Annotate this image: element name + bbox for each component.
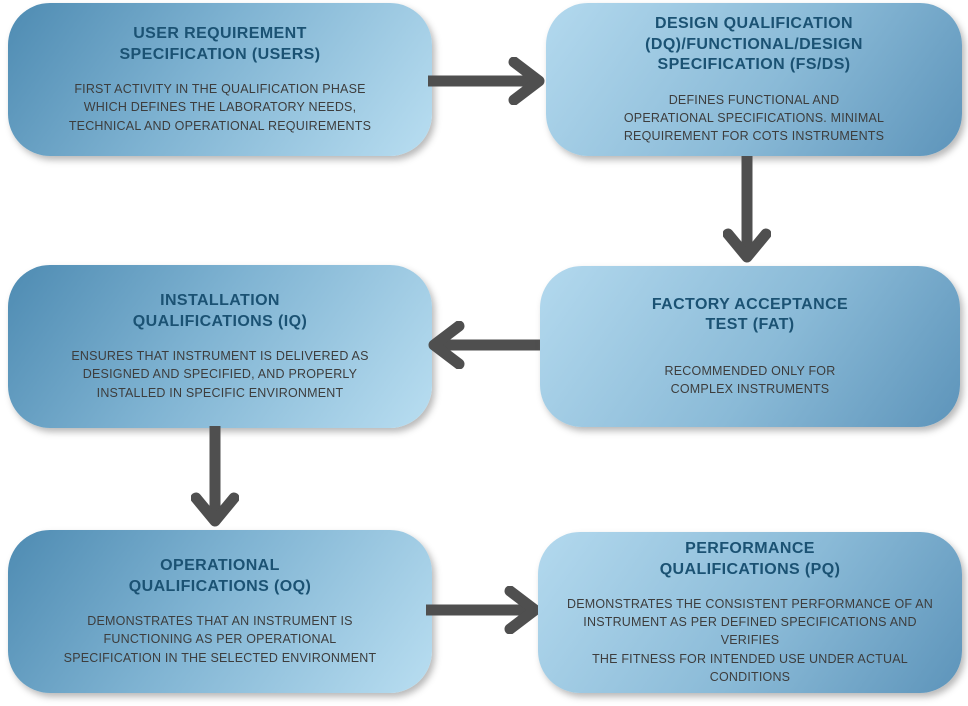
arrow-fat-to-iq-icon — [428, 321, 542, 369]
fat-description: RECOMMENDED ONLY FOR COMPLEX INSTRUMENTS — [664, 363, 836, 396]
urs-description: FIRST ACTIVITY IN THE QUALIFICATION PHAS… — [68, 82, 372, 133]
pq-title: PERFORMANCE QUALIFICATIONS (PQ) — [659, 540, 841, 578]
dq-title: DESIGN QUALIFICATION (DQ)/FUNCTIONAL/DES… — [645, 15, 863, 74]
arrow-dq-to-fat-icon — [723, 156, 771, 263]
oq-description: DEMONSTRATES THAT AN INSTRUMENT IS FUNCT… — [63, 614, 377, 665]
pq-description: DEMONSTRATES THE CONSISTENT PERFORMANCE … — [567, 597, 933, 684]
iq-title: INSTALLATION QUALIFICATIONS (IQ) — [132, 292, 308, 330]
dq-description: DEFINES FUNCTIONAL AND OPERATIONAL SPECI… — [623, 92, 885, 143]
fat-title: FACTORY ACCEPTANCE TEST (FAT) — [651, 295, 849, 334]
flow-box-urs: USER REQUIREMENT SPECIFICATION (USERS) F… — [8, 3, 432, 156]
flow-box-oq: OPERATIONAL QUALIFICATIONS (OQ) DEMONSTR… — [8, 530, 432, 693]
arrow-urs-to-dq-icon — [428, 57, 545, 105]
flow-box-pq: PERFORMANCE QUALIFICATIONS (PQ) DEMONSTR… — [538, 532, 962, 693]
flow-box-dq: DESIGN QUALIFICATION (DQ)/FUNCTIONAL/DES… — [546, 3, 962, 156]
flow-box-fat: FACTORY ACCEPTANCE TEST (FAT) RECOMMENDE… — [540, 266, 960, 427]
urs-title: USER REQUIREMENT SPECIFICATION (USERS) — [119, 25, 321, 63]
iq-description: ENSURES THAT INSTRUMENT IS DELIVERED AS … — [71, 349, 369, 400]
oq-title: OPERATIONAL QUALIFICATIONS (OQ) — [128, 557, 312, 595]
arrow-iq-to-oq-icon — [191, 426, 239, 527]
flow-box-iq: INSTALLATION QUALIFICATIONS (IQ) ENSURES… — [8, 265, 432, 428]
arrow-oq-to-pq-icon — [426, 586, 541, 634]
